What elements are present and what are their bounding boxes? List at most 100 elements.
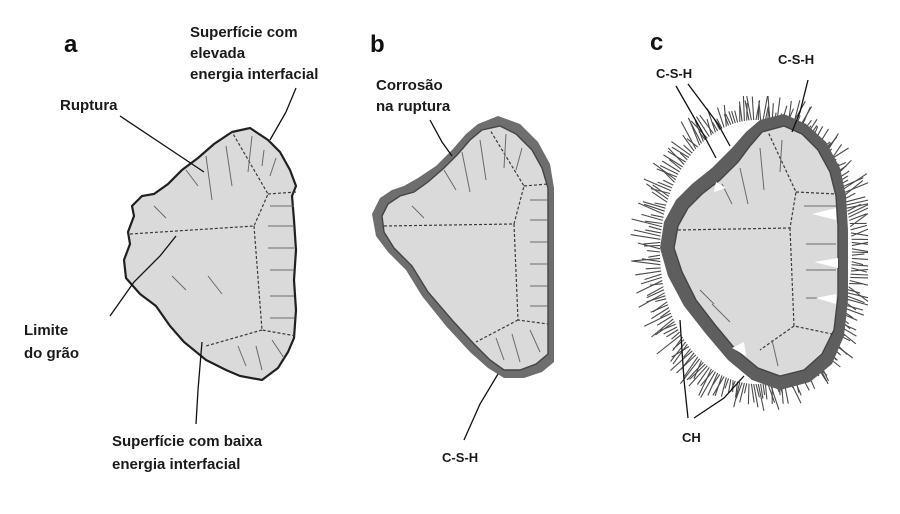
csh-needle [695, 116, 710, 137]
csh-needle [847, 292, 869, 299]
csh-needle [647, 250, 661, 253]
csh-needle [633, 229, 661, 237]
cracks-b [411, 133, 548, 363]
csh-needle [644, 312, 672, 327]
csh-needle [693, 360, 703, 380]
csh-needle [632, 257, 661, 262]
csh-needle [848, 286, 869, 302]
csh-needle [845, 199, 869, 206]
csh-needle [714, 375, 723, 397]
csh-needle [751, 96, 755, 121]
csh-needle [687, 117, 702, 144]
csh-needle [670, 341, 687, 362]
csh-needle [700, 371, 716, 398]
csh-needle [671, 141, 691, 156]
csh-needle [755, 383, 760, 398]
csh-needle [654, 202, 667, 206]
csh-needle [847, 204, 869, 215]
label-superficie-baixa-1: Superfície com baixa [112, 433, 263, 450]
csh-needle [663, 179, 674, 186]
label-limite-2: do grão [24, 345, 79, 362]
csh-needle [850, 273, 869, 276]
csh-needle [663, 326, 678, 335]
csh-needle [686, 362, 704, 381]
csh-needle [851, 241, 869, 247]
csh-needle [727, 379, 732, 394]
csh-needle [656, 334, 682, 355]
grain-boundary-c-2 [789, 227, 833, 335]
label-superficie-alta-1: Superfície com [190, 24, 298, 41]
csh-needle [659, 310, 671, 318]
csh-needle [746, 95, 752, 121]
label-corrosao-2: na ruptura [376, 98, 451, 115]
csh-needle [668, 159, 682, 170]
csh-needle [680, 121, 697, 150]
csh-needle [663, 154, 683, 168]
csh-needle [711, 121, 719, 132]
csh-needle [844, 196, 866, 203]
csh-needle [656, 315, 673, 326]
csh-needle [698, 131, 706, 141]
csh-needle [667, 150, 686, 163]
leader-ch-2 [693, 375, 745, 419]
csh-needle [672, 343, 688, 365]
csh-needle [845, 298, 869, 306]
csh-needle [753, 383, 759, 408]
csh-needle [769, 382, 780, 410]
csh-needle [764, 106, 769, 121]
leader-corrosao [429, 119, 453, 157]
csh-needle [646, 286, 664, 297]
leader-csh-b [463, 373, 499, 441]
csh-needle [851, 241, 869, 245]
csh-needle [636, 280, 663, 294]
csh-needle [679, 152, 688, 161]
csh-needle [764, 383, 768, 400]
leader-csh-right [791, 79, 809, 133]
csh-needle [743, 383, 748, 394]
csh-needle [747, 383, 750, 405]
csh-needle [851, 251, 869, 254]
csh-needle [699, 114, 714, 135]
csh-needle [630, 234, 661, 240]
csh-needle [642, 201, 666, 209]
csh-needle [848, 207, 869, 218]
leader-ruptura [119, 115, 205, 173]
csh-needle [723, 114, 730, 126]
csh-needle [738, 101, 743, 122]
csh-needle [847, 289, 861, 294]
csh-needle [757, 383, 765, 411]
csh-needle [652, 301, 668, 313]
csh-needles-c [630, 95, 869, 411]
csh-needle [842, 179, 864, 197]
csh-needle [849, 279, 869, 286]
csh-needle [742, 95, 745, 122]
csh-needle [637, 202, 665, 215]
csh-needle [758, 100, 762, 121]
csh-needle [640, 276, 662, 285]
leader-ch-1 [679, 319, 689, 419]
csh-needle [651, 191, 668, 203]
csh-needle [661, 160, 680, 173]
label-corrosao-1: Corrosão [376, 77, 443, 94]
csh-needle [849, 213, 867, 221]
csh-needle [643, 241, 661, 245]
csh-needle [688, 365, 708, 387]
csh-needle [850, 224, 868, 231]
csh-needle [767, 382, 776, 403]
csh-needle [750, 383, 755, 403]
csh-needle [643, 178, 672, 192]
csh-needle [645, 229, 662, 234]
label-csh-left: C-S-H [656, 66, 692, 81]
leader-limite [109, 235, 177, 317]
csh-needle [733, 381, 741, 408]
grain-boundary-a-2 [253, 225, 297, 337]
csh-needle [760, 383, 764, 399]
csh-needle [682, 134, 695, 152]
csh-needle [850, 232, 869, 237]
label-ch: CH [682, 430, 701, 445]
csh-needle [712, 373, 721, 386]
label-csh-right: C-S-H [778, 52, 814, 67]
csh-needle [694, 120, 704, 142]
csh-needle [676, 354, 697, 374]
